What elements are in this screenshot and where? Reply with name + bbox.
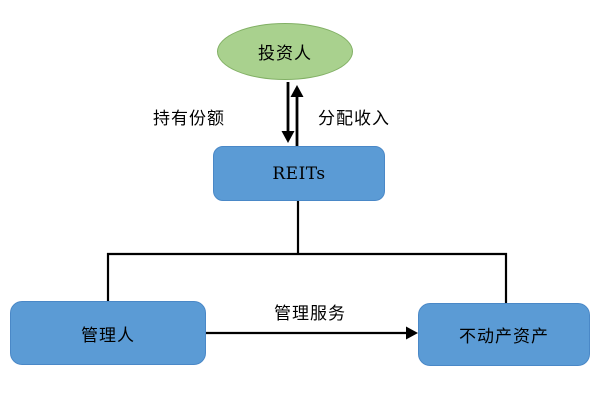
node-manager-label: 管理人 xyxy=(81,325,135,346)
edge-label-hold-shares: 持有份额 xyxy=(153,109,225,129)
node-investor: 投资人 xyxy=(217,23,353,80)
edge-distribute-income-arrow xyxy=(290,85,304,146)
edge-label-management-service: 管理服务 xyxy=(274,304,346,324)
edge-management-service-arrow xyxy=(206,326,418,340)
node-manager: 管理人 xyxy=(10,301,206,365)
node-investor-label: 投资人 xyxy=(258,44,312,64)
node-real-estate-assets-label: 不动产资产 xyxy=(459,327,549,347)
edge-label-distribute-income: 分配收入 xyxy=(318,109,390,129)
edge-hold-shares-arrow xyxy=(281,82,295,143)
node-reits: REITs xyxy=(213,146,385,201)
node-real-estate-assets: 不动产资产 xyxy=(418,303,590,366)
node-reits-label: REITs xyxy=(272,163,326,184)
